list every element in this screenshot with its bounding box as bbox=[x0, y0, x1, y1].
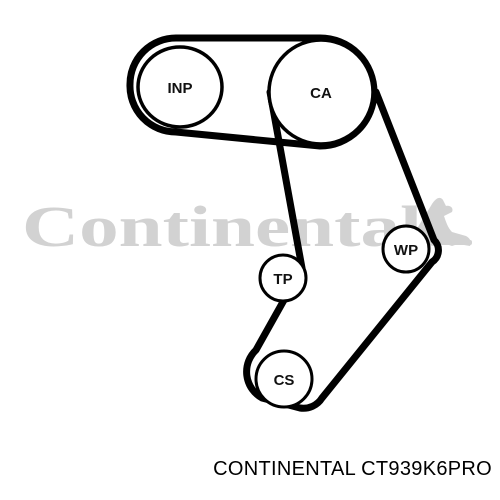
belt-drive-loop bbox=[243, 88, 442, 412]
pulley-tp-label: TP bbox=[273, 271, 292, 288]
part-number-caption: CONTINENTAL CT939K6PRO bbox=[213, 458, 492, 480]
pulley-wp: WP bbox=[381, 224, 431, 274]
pulley-tp: TP bbox=[258, 253, 308, 303]
pulley-inp-label: INP bbox=[167, 80, 192, 97]
pulley-cs: CS bbox=[254, 349, 314, 409]
pulley-wp-label: WP bbox=[394, 242, 418, 259]
pulley-cs-label: CS bbox=[274, 372, 295, 389]
pulley-ca: CA bbox=[267, 38, 375, 146]
watermark-brand-text: Continental bbox=[22, 194, 422, 259]
pulley-ca-label: CA bbox=[310, 85, 332, 102]
pulley-inp: INP bbox=[136, 45, 224, 129]
